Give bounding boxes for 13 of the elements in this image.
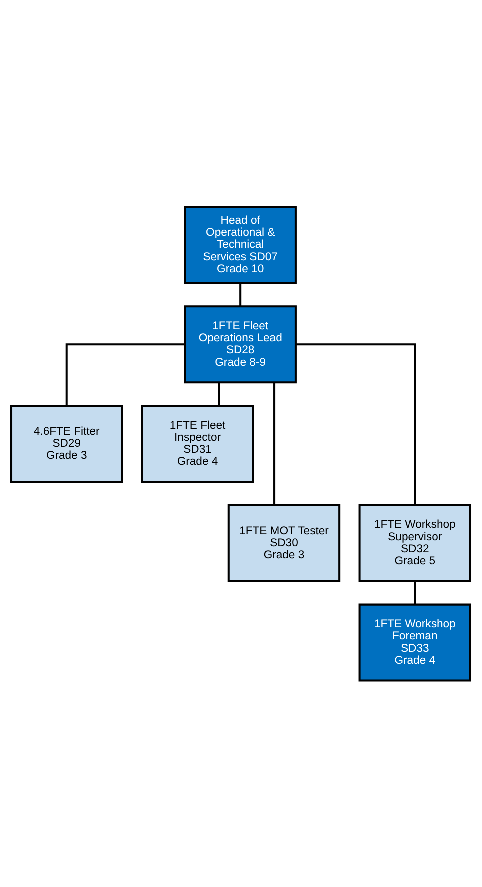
node-box: 1FTE Workshop Supervisor SD32 Grade 5 — [358, 504, 472, 582]
connector — [274, 382, 276, 505]
connector — [66, 343, 186, 406]
node-box: Head of Operational & Technical Services SD07 Grade 10 — [184, 206, 297, 284]
connector — [414, 581, 416, 604]
node-box: 1FTE MOT Tester SD30 Grade 3 — [228, 504, 341, 582]
connector — [240, 282, 242, 306]
node-box: 1FTE Fleet Inspector SD31 Grade 4 — [141, 404, 254, 482]
connector — [218, 382, 220, 406]
node-box: 4.6FTE Fitter SD29 Grade 3 — [10, 404, 124, 482]
node-box: 1FTE Workshop Foreman SD33 Grade 4 — [358, 603, 472, 682]
node-box: 1FTE Fleet Operations Lead SD28 Grade 8-9 — [184, 305, 297, 384]
connector — [296, 343, 416, 505]
